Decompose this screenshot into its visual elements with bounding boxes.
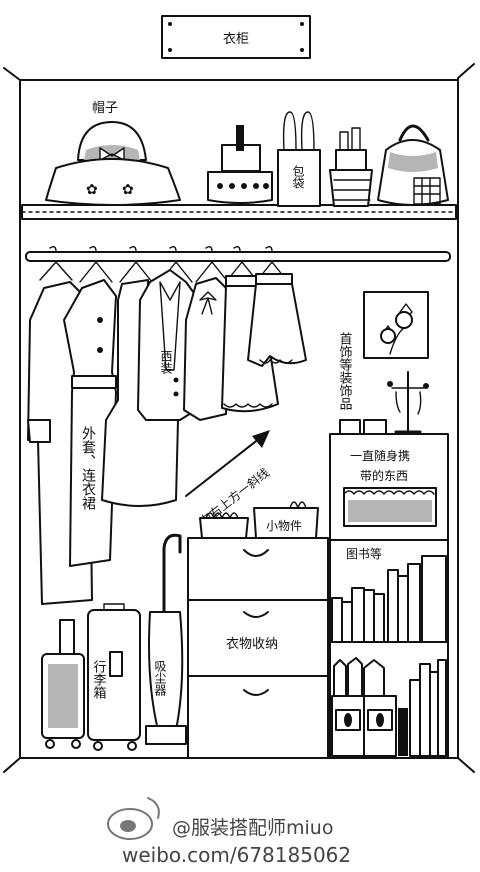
suitcase-large-icon — [87, 603, 141, 751]
shopping-bag-icon — [277, 111, 321, 207]
blouse — [183, 277, 231, 421]
handbag-icon — [377, 124, 449, 206]
label-vacuum: 吸尘器 — [153, 660, 167, 697]
books-upper — [331, 555, 447, 643]
label-suit: 西装 — [159, 350, 173, 375]
vacuum-cleaner-icon — [145, 533, 187, 745]
label-coats: 外套、连衣裙 — [80, 426, 96, 510]
bag-icon — [207, 125, 273, 204]
svg-text:✿: ✿ — [86, 182, 98, 198]
watermark-handle: @服装搭配师miuo — [172, 817, 333, 839]
wardrobe-frame — [3, 63, 475, 773]
title-plaque: 衣柜 — [161, 15, 311, 59]
diagonal-arrow — [185, 430, 270, 497]
page-title: 衣柜 — [223, 31, 249, 47]
suitcase-small-icon — [41, 619, 85, 749]
label-books: 图书等 — [346, 547, 382, 561]
books-lower — [331, 657, 447, 757]
flower-picture — [363, 291, 429, 359]
label-carry-items-1: 一直随身携 — [350, 448, 410, 463]
suit-jacket — [137, 269, 197, 421]
drawer-unit — [187, 501, 329, 759]
label-jewelry: 首饰等装饰品 — [337, 332, 353, 410]
carry-tray — [343, 487, 437, 527]
label-hat: 帽子 — [92, 100, 118, 116]
label-carry-items-2: 带的东西 — [360, 468, 408, 483]
basket-bag-icon — [329, 127, 373, 207]
hanging-rail — [25, 251, 451, 262]
svg-text:✿: ✿ — [122, 182, 134, 198]
jewelry-stand-icon — [387, 371, 429, 434]
watermark-url: weibo.com/678185062 — [122, 843, 351, 867]
label-bags: 包袋 — [291, 165, 305, 189]
hangers — [39, 245, 289, 283]
label-clothes-storage: 衣物收纳 — [226, 636, 278, 652]
shorts — [247, 273, 307, 367]
weibo-logo-icon — [107, 797, 160, 840]
label-luggage: 行李箱 — [91, 660, 107, 699]
label-small-items: 小物件 — [266, 519, 302, 533]
hat-icon: ✿ ✿ — [45, 121, 181, 206]
